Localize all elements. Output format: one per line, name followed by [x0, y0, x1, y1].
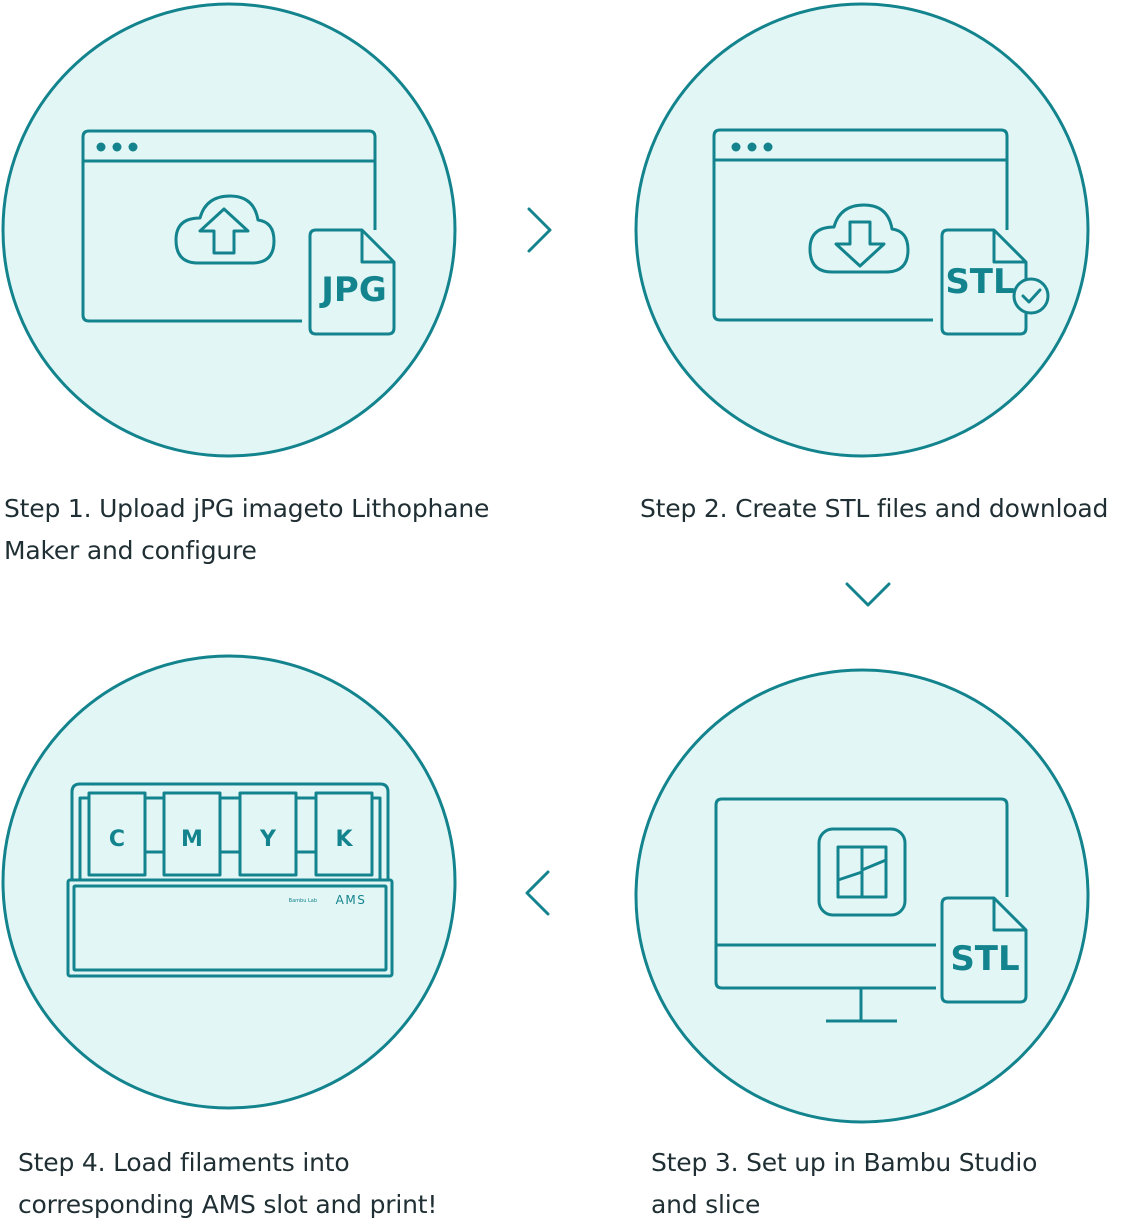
ams-slot-label-k: K: [335, 827, 353, 852]
ams-slot-label-y: Y: [259, 827, 277, 852]
stl-file-icon: STL: [940, 228, 1028, 336]
chevron-down-icon: [845, 582, 891, 607]
step-1-illustration: JPG: [1, 2, 457, 458]
ams-slot-m: [162, 791, 222, 877]
download-cloud-icon: [808, 203, 910, 274]
window-dots-icon: [96, 142, 138, 152]
bambu-studio-icon: [817, 827, 907, 917]
step-2-caption-line1: Step 2. Create STL files and download: [640, 494, 1109, 523]
step-3-caption-line2: and slice: [651, 1190, 761, 1219]
stl-file-icon: STL: [940, 896, 1028, 1004]
chevron-left-icon: [525, 870, 550, 916]
upload-cloud-icon: [174, 194, 276, 265]
step-4-caption-line1: Step 4. Load filaments into: [18, 1148, 350, 1177]
step-4-illustration: C M Y K Bambu Lab AMS: [1, 654, 457, 1110]
step-1-caption-line2: Maker and configure: [4, 536, 257, 565]
ams-brand-small: Bambu Lab: [289, 898, 317, 904]
step-3-illustration: STL: [634, 668, 1090, 1124]
ams-slot-k: [314, 791, 374, 877]
jpg-file-label: JPG: [319, 270, 386, 310]
ams-slot-labels: C M Y K: [109, 827, 354, 852]
chevron-right-icon: [527, 207, 552, 253]
step-4-caption-line2: corresponding AMS slot and print!: [18, 1190, 438, 1219]
browser-window-icon: [712, 128, 1009, 322]
window-dots-icon: [731, 142, 773, 152]
check-circle-icon: [1012, 277, 1050, 315]
stl-file-label: STL: [945, 262, 1014, 302]
step-1-caption-line1: Step 1. Upload jPG imageto Lithophane: [4, 494, 490, 523]
step-1-circle: [1, 2, 457, 458]
ams-unit-icon: [66, 782, 394, 978]
ams-brand-label: AMS: [336, 893, 367, 907]
ams-slot-c: [87, 791, 147, 877]
browser-window-icon: [81, 129, 377, 323]
monitor-icon: [714, 797, 1009, 1023]
ams-slot-label-c: C: [109, 827, 125, 852]
step-2-illustration: STL: [634, 2, 1090, 458]
step-3-caption: Step 3. Set up in Bambu Studio and slice: [651, 1142, 1121, 1226]
ams-slot-label-m: M: [181, 827, 203, 852]
step-2-circle: [634, 2, 1090, 458]
step-2-caption: Step 2. Create STL files and download: [640, 488, 1140, 530]
step-4-caption: Step 4. Load filaments into correspondin…: [18, 1142, 538, 1226]
step-3-caption-line1: Step 3. Set up in Bambu Studio: [651, 1148, 1038, 1177]
ams-slot-y: [238, 791, 298, 877]
stl-file-label: STL: [950, 939, 1019, 979]
jpg-file-icon: JPG: [308, 228, 396, 336]
step-1-caption: Step 1. Upload jPG imageto Lithophane Ma…: [4, 488, 544, 572]
